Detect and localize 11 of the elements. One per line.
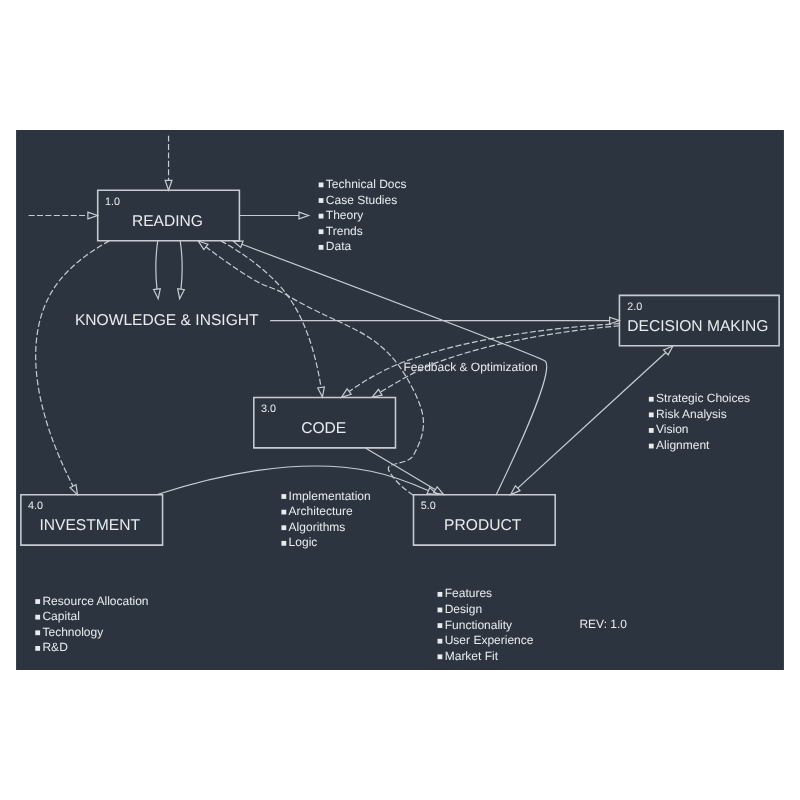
arrow xyxy=(152,240,162,301)
arrow xyxy=(364,447,446,496)
arrow xyxy=(269,316,622,325)
arrow xyxy=(28,211,100,220)
arrow xyxy=(176,240,186,301)
arrow xyxy=(164,135,173,192)
arrow xyxy=(509,344,675,496)
arrow xyxy=(35,240,110,497)
arrow xyxy=(196,239,425,496)
arrow xyxy=(156,465,439,496)
arrow xyxy=(239,211,311,220)
